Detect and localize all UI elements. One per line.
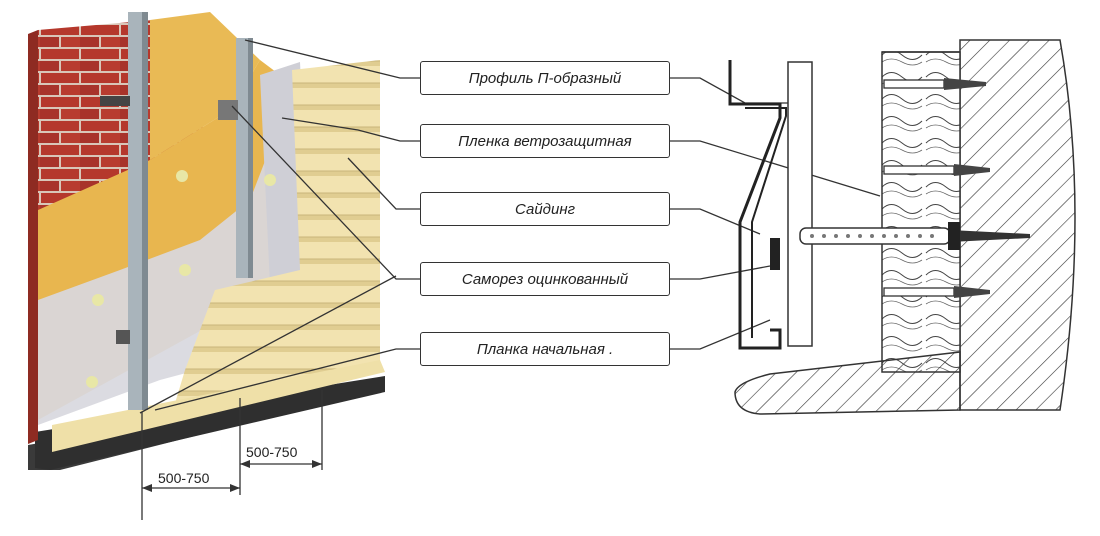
siding-panels xyxy=(170,60,380,420)
dimension-right: 500-750 xyxy=(246,444,298,460)
cross-section-drawing xyxy=(728,39,1076,415)
profile-right xyxy=(236,38,248,278)
starter-strip xyxy=(52,360,385,452)
leader-lines-right xyxy=(670,77,881,350)
label-starter-strip: Планка начальная . xyxy=(420,332,670,366)
wall-3d-illustration xyxy=(28,12,385,470)
wall-section xyxy=(959,39,1076,411)
label-screw: Саморез оцинкованный xyxy=(420,262,670,296)
profile-section xyxy=(787,61,813,347)
siding-profile-section xyxy=(728,60,782,350)
leader-lines-left xyxy=(139,39,420,414)
insulation-section xyxy=(881,51,961,373)
profile-left xyxy=(128,12,142,410)
dimension-left: 500-750 xyxy=(158,470,210,486)
label-profile: Профиль П-образный xyxy=(420,61,670,95)
label-windproof-film: Пленка ветрозащитная xyxy=(420,124,670,158)
base-slab xyxy=(734,351,961,415)
dimension-lines xyxy=(141,390,323,520)
label-siding: Сайдинг xyxy=(420,192,670,226)
